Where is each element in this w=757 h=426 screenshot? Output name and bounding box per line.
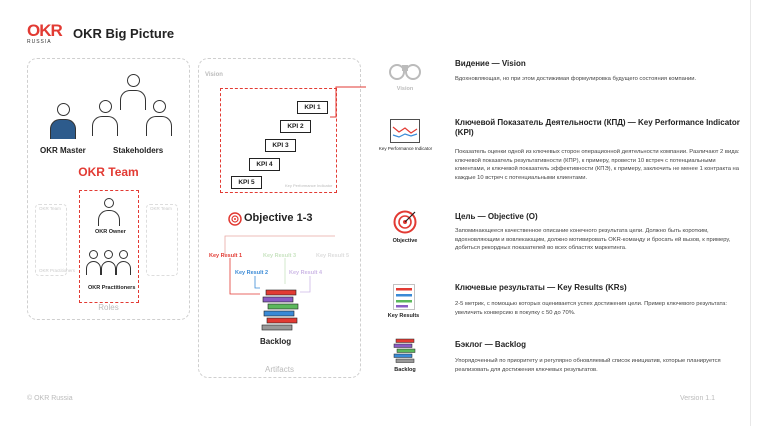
key-result-3: Key Result 3 [263,253,297,259]
objective-text: Запоминающееся качественное описание кон… [455,228,731,251]
key-result-4: Key Result 4 [289,270,323,276]
backlog-icon-caption: Backlog [394,367,416,373]
okr-owner-icon [98,198,120,228]
okr-practitioners-icon [86,250,132,280]
side-team-label-right: OKR Team [150,206,172,211]
stakeholder-icon [92,100,118,138]
kpi-title: Ключевой Показатель Деятельности (КПД) —… [455,118,740,137]
kr-connectors [224,235,335,295]
key-results-text: 2-5 метрик, с помощью которых оцениваетс… [455,301,727,316]
roles-panel-label: Roles [98,303,119,312]
footer-version: Version 1.1 [680,395,716,402]
vision-icon-caption: Vision [396,86,414,92]
side-team-panel-right [146,204,178,276]
stakeholder-icon [120,74,146,112]
binoculars-icon [389,64,421,80]
artifacts-panel [198,58,361,378]
backlog-title: Бэклог — Backlog [455,340,527,349]
kpi-text: Показатель оценки одной из ключевых стор… [455,149,740,181]
kpi-icon-caption: Key Performance Indicator [378,146,433,151]
objective-target-icon [393,210,417,234]
backlog-label: Backlog [260,337,292,346]
vision-text: Вдохновляющая, но при этом достижимая фо… [455,76,697,82]
side-practitioners-label: OKR Practitioners [39,268,76,273]
backlog-stack-icon [261,289,299,331]
logo-text: OKR [27,21,63,40]
kpi-box: KPI 5 [231,176,262,189]
vision-small-label: Vision [205,72,223,78]
kpi-indicator-caption: Key Performance Indicator [285,183,333,188]
kpi-chart-icon [390,119,420,143]
footer-copyright: © OKR Russia [27,395,73,402]
key-results-title: Ключевые результаты — Key Results (KRs) [455,283,627,292]
objective-icon-caption: Objective [392,238,418,244]
kpi-area [220,88,337,193]
key-result-1: Key Result 1 [209,253,243,259]
key-results-icon [393,284,415,310]
page-title: OKR Big Picture [73,26,175,41]
side-team-label-left: OKR Team [39,206,61,211]
okr-team-title: OKR Team [78,165,139,179]
stakeholders-label: Stakeholders [113,146,164,155]
logo-sub: RUSSIA [27,39,52,45]
stakeholder-icon [146,100,172,138]
objective-label: Objective 1-3 [244,212,313,224]
roles-panel [27,58,190,320]
okr-russia-logo: OKR RUSSIA [27,21,63,48]
target-icon [228,212,242,226]
objective-title: Цель — Objective (O) [455,212,538,221]
vision-title: Видение — Vision [455,59,526,68]
kpi-box: KPI 2 [280,120,311,133]
side-team-panel-left [35,204,67,276]
okr-owner-label: OKR Owner [95,229,126,235]
okr-master-icon [50,103,76,145]
kpi-connector [330,86,366,118]
key-results-icon-caption: Key Results [387,313,420,319]
okr-practitioners-label: OKR Practitioners [88,285,136,291]
kpi-box: KPI 1 [297,101,328,114]
kpi-box: KPI 3 [265,139,296,152]
backlog-icon [393,338,416,363]
kpi-box: KPI 4 [249,158,280,171]
key-result-2: Key Result 2 [235,270,269,276]
backlog-text: Упорядоченный по приоритету и регулярно … [455,358,721,373]
page-edge-divider [750,0,751,426]
okr-master-label: OKR Master [40,146,86,155]
key-result-5: Key Result 5 [316,253,350,259]
artifacts-panel-label: Artifacts [265,365,294,374]
okr-owner-panel [79,190,139,303]
